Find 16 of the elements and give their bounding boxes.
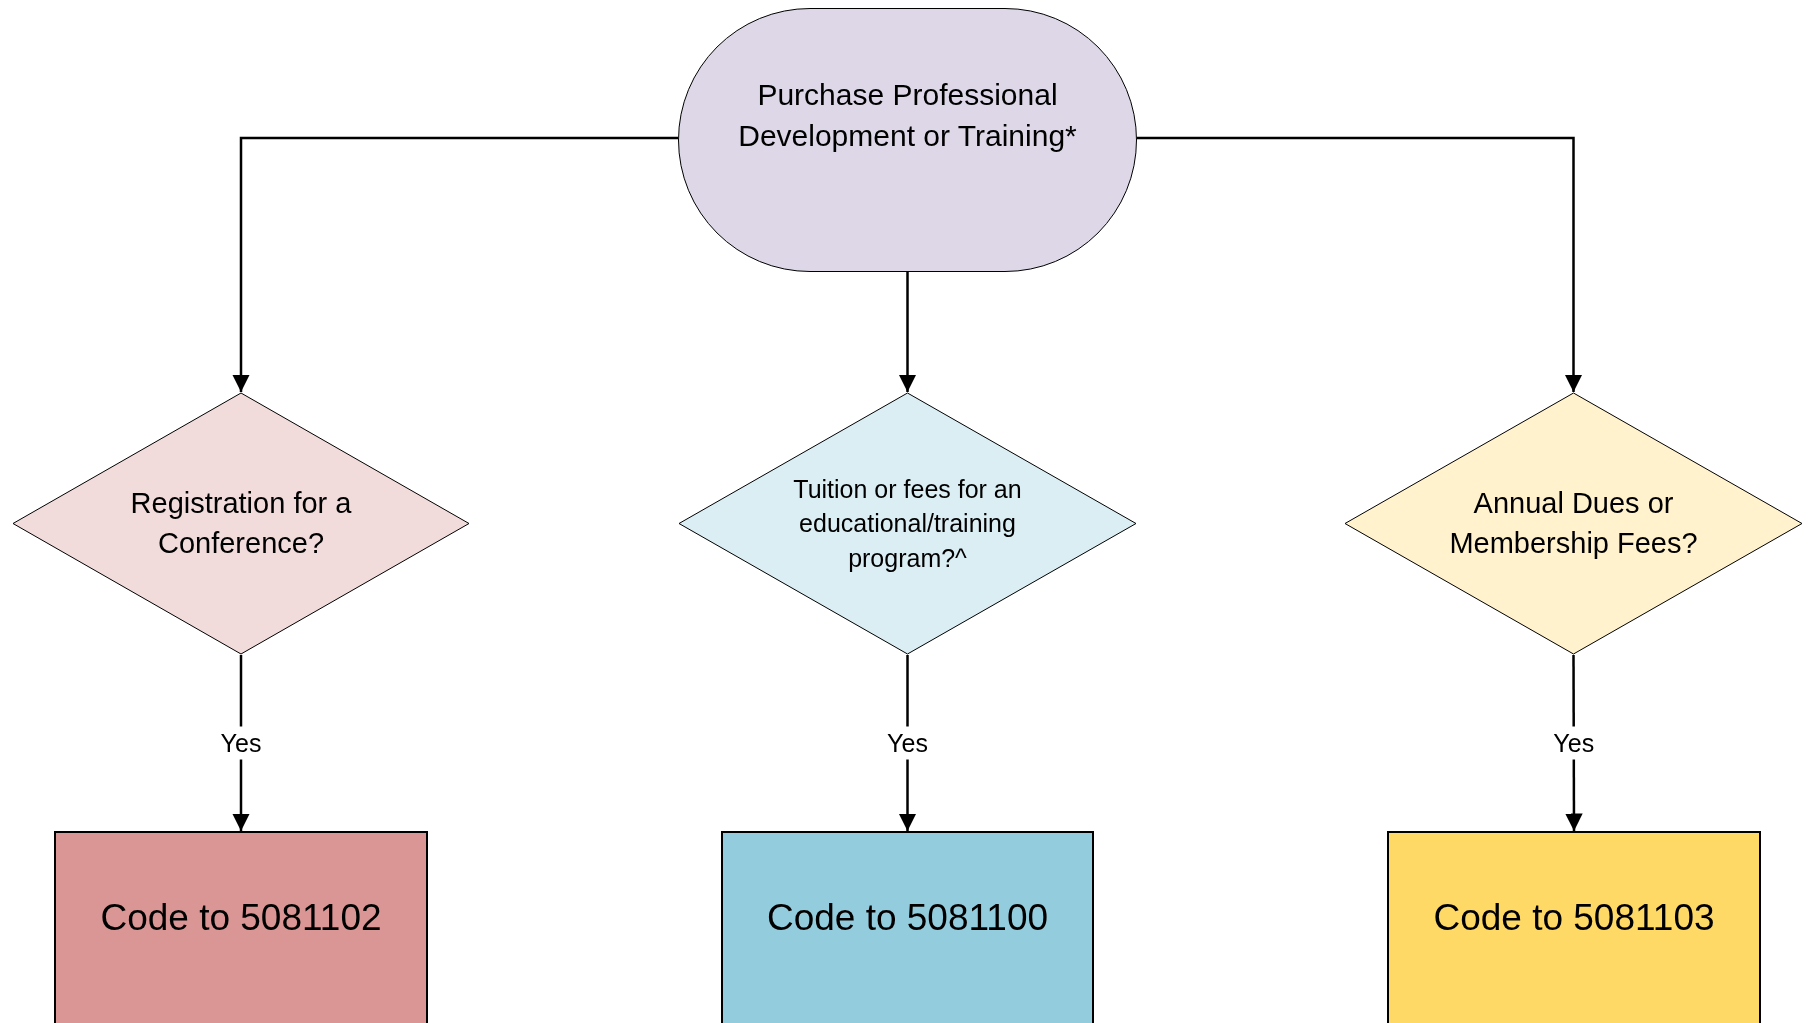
node-text: Code to 5081102 [100, 896, 382, 940]
node-text: Purchase Professional Development or Training* [737, 76, 1078, 154]
node-text: Tuition or fees for an educational/training program?^ [792, 473, 1023, 574]
decision-diamond [12, 392, 470, 655]
decision-diamond [1344, 392, 1803, 655]
node-text: Code to 5081100 [766, 896, 1049, 940]
node-text: Registration for a Conference? [129, 485, 353, 561]
process-box [54, 831, 428, 1023]
arrow [232, 136, 678, 392]
arrow [898, 272, 917, 392]
arrow [1137, 136, 1583, 392]
node-text: Code to 5081103 [1433, 896, 1715, 940]
process-box [721, 831, 1094, 1023]
process-box [1387, 831, 1761, 1023]
decision-diamond [678, 392, 1137, 655]
node-text: Annual Dues or Membership Fees? [1448, 485, 1699, 561]
